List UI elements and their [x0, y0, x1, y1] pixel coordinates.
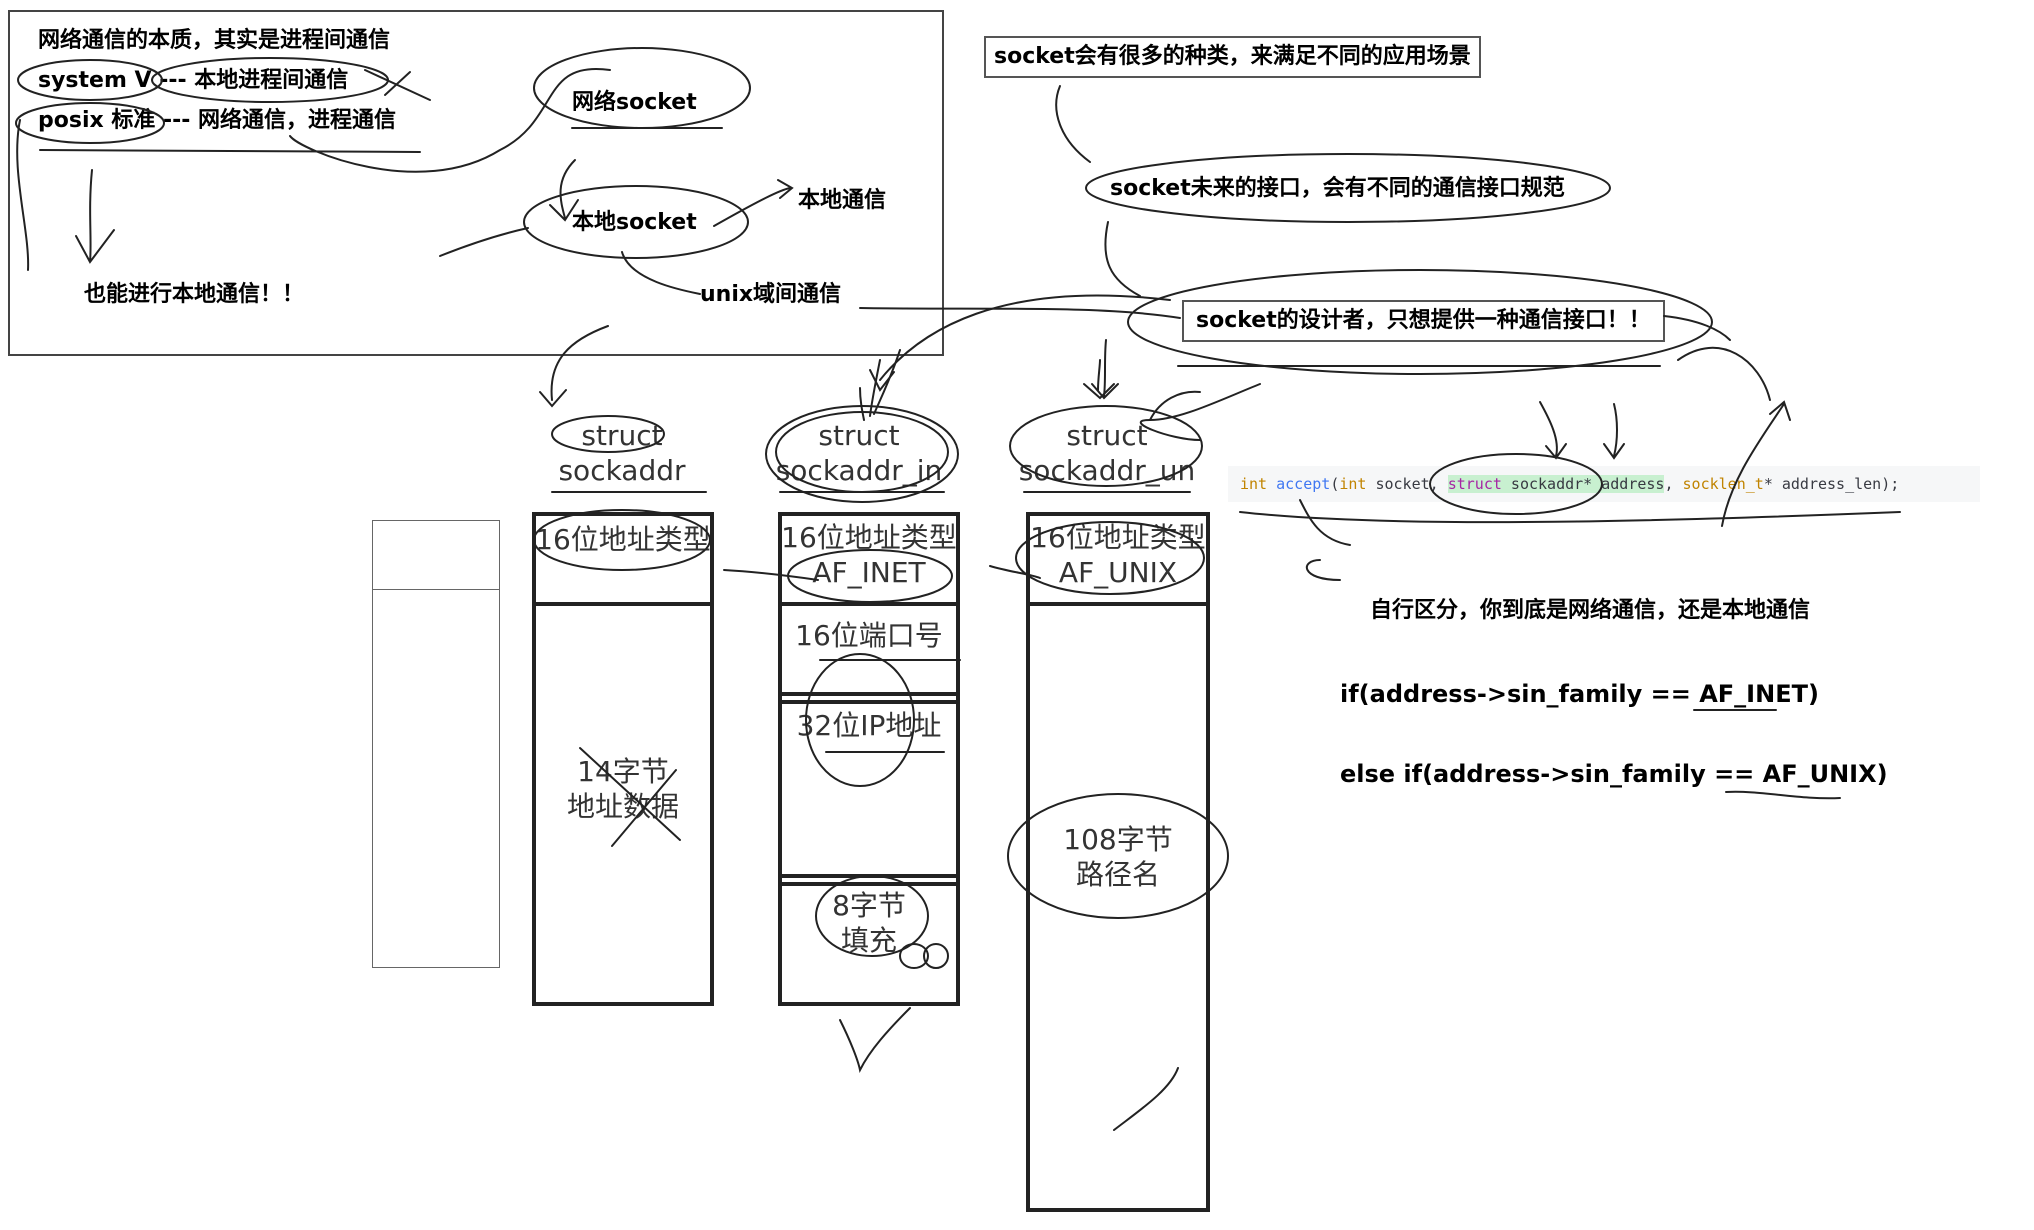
- sockaddr-in-title: struct sockaddr_in: [768, 418, 950, 488]
- sockaddr-un-title-2: sockaddr_un: [1018, 454, 1196, 487]
- note-local-socket: 本地socket: [572, 210, 697, 235]
- note-posix: posix 标准 --- 网络通信，进程通信: [38, 108, 397, 133]
- blank-block: [372, 520, 500, 968]
- accept-signature: int accept(int socket, struct sockaddr* …: [1228, 466, 1980, 502]
- code-fn-accept: accept: [1276, 475, 1331, 493]
- code-highlight: struct sockaddr* address: [1447, 475, 1665, 493]
- sockaddr-un-field-path-1: 108字节: [1063, 823, 1173, 856]
- sockaddr-in-field-pad-2: 填充: [840, 924, 897, 957]
- sockaddr-un-field-path: 108字节 路径名: [1026, 822, 1210, 892]
- sockaddr-in-field-pad-1: 8字节: [832, 889, 906, 922]
- note-system-v: system V --- 本地进程间通信: [38, 68, 349, 93]
- sockaddr-field-type: 16位地址类型: [535, 523, 711, 556]
- sockaddr-in-field-type: 16位地址类型 AF_INET: [778, 520, 960, 590]
- sockaddr-field-data: 14字节 地址数据: [532, 754, 714, 824]
- code-kw-struct: struct: [1447, 475, 1502, 493]
- sockaddr-field-data-1: 14字节: [577, 755, 669, 788]
- code-socklen-t: socklen_t: [1682, 475, 1764, 493]
- note-future-api: socket未来的接口，会有不同的通信接口规范: [1110, 176, 1565, 201]
- sockaddr-in-field-ip: 32位IP地址: [796, 709, 942, 742]
- note-distinguish: 自行区分，你到底是网络通信，还是本地通信: [1370, 598, 1811, 623]
- code-open-paren: (: [1330, 475, 1340, 493]
- sockaddr-title: struct sockaddr: [532, 418, 712, 488]
- code-address: address: [1601, 475, 1665, 493]
- sockaddr-un-title: struct sockaddr_un: [1012, 418, 1202, 488]
- sockaddr-un-field-path-2: 路径名: [1075, 858, 1160, 891]
- code-kw-int2: int: [1339, 475, 1367, 493]
- code-socket-param: socket,: [1366, 475, 1448, 493]
- sockaddr-in-field-type-2: AF_INET: [812, 556, 926, 589]
- sockaddr-in-field-port: 16位端口号: [795, 619, 943, 652]
- sockaddr-in-field-type-1: 16位地址类型: [781, 521, 957, 554]
- code-kw-int: int: [1240, 475, 1268, 493]
- sockaddr-in-field-pad: 8字节 填充: [778, 888, 960, 958]
- note-if-inet: if(address->sin_family == AF_INET): [1340, 680, 1819, 708]
- note-net-socket: 网络socket: [572, 90, 697, 115]
- note-designer: socket的设计者，只想提供一种通信接口！！: [1182, 300, 1665, 342]
- note-also-local: 也能进行本地通信！！: [84, 282, 305, 307]
- sockaddr-field-data-2: 地址数据: [566, 790, 679, 823]
- sockaddr-in-title-2: sockaddr_in: [775, 454, 943, 487]
- sockaddr-un-field-type-1: 16位地址类型: [1030, 521, 1206, 554]
- sockaddr-un-field-type-2: AF_UNIX: [1058, 556, 1178, 589]
- note-unix-domain: unix域间通信: [700, 282, 842, 307]
- sockaddr-title-1: struct: [581, 419, 663, 452]
- note-else-if-unix: else if(address->sin_family == AF_UNIX): [1340, 760, 1888, 788]
- note-socket-kinds: socket会有很多的种类，来满足不同的应用场景: [984, 36, 1481, 78]
- top-left-note-box: [8, 10, 944, 356]
- code-comma: ,: [1664, 475, 1683, 493]
- code-sockaddr-ptr: sockaddr*: [1501, 475, 1602, 493]
- note-local-comm: 本地通信: [798, 188, 887, 213]
- sockaddr-in-title-1: struct: [818, 419, 900, 452]
- code-rest: * address_len);: [1763, 475, 1900, 493]
- sockaddr-un-title-1: struct: [1066, 419, 1148, 452]
- note-essence: 网络通信的本质，其实是进程间通信: [38, 28, 391, 53]
- sockaddr-title-2: sockaddr: [558, 454, 686, 487]
- sockaddr-un-field-type: 16位地址类型 AF_UNIX: [1026, 520, 1210, 590]
